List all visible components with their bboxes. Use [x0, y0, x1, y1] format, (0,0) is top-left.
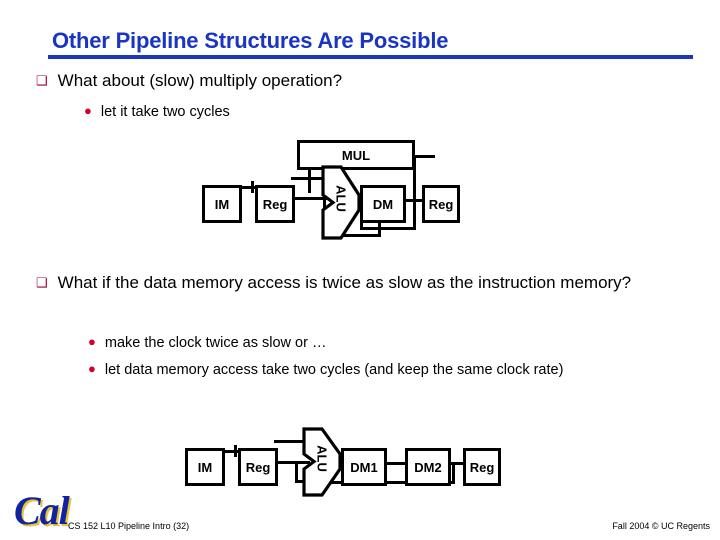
stage-label-alu: ALU	[314, 445, 330, 472]
bullet-item-multiply-question: ❑ What about (slow) multiply operation?	[36, 70, 636, 92]
bullet-text: make the clock twice as slow or …	[104, 335, 327, 351]
bullet-text: let it take two cycles	[100, 104, 230, 120]
stage-box-dm1: DM1	[341, 448, 387, 486]
wire-dm1-to-dm2	[385, 462, 407, 465]
footer-course-label: CS 152 L10 Pipeline Intro (32)	[68, 521, 190, 531]
bullet-text: What if the data memory access is twice …	[57, 273, 632, 292]
wire-alu-bypass-bottom	[335, 234, 381, 237]
square-bullet-icon: ❑	[36, 73, 48, 88]
stage-box-reg-2: Reg	[422, 185, 460, 223]
wire-im-to-reg	[223, 450, 241, 453]
bullet-item-two-cycles: ● let it take two cycles	[84, 103, 624, 122]
wire-reg-notch	[234, 445, 237, 457]
bullet-item-data-memory-question: ❑ What if the data memory access is twic…	[36, 272, 686, 294]
title-underline-rule	[48, 55, 693, 59]
wire-dm-bypass-run	[342, 481, 454, 484]
stage-shape-alu: ALU	[302, 427, 342, 497]
dot-bullet-icon: ●	[88, 334, 96, 349]
page-title: Other Pipeline Structures Are Possible	[52, 28, 449, 53]
stage-shape-alu: ALU	[321, 165, 361, 240]
stage-box-mul: MUL	[297, 140, 415, 170]
dot-bullet-icon: ●	[88, 361, 96, 376]
wire-reg-to-alu-top	[274, 440, 310, 443]
stage-box-dm: DM	[360, 185, 406, 223]
wire-reg-lower-drop	[295, 461, 298, 483]
stage-box-im: IM	[202, 185, 242, 223]
wire-im-to-reg	[240, 186, 258, 189]
bullet-item-two-cycle-memory: ● let data memory access take two cycles…	[88, 361, 668, 380]
wire-alu-bypass-bottom	[314, 481, 360, 484]
stage-box-reg-2: Reg	[463, 448, 501, 486]
wire-reg-to-alu-top	[291, 177, 333, 180]
stage-label-alu: ALU	[333, 185, 349, 212]
wire-dm-bypass-right	[413, 199, 416, 230]
square-bullet-icon: ❑	[36, 275, 48, 290]
dot-bullet-icon: ●	[84, 103, 92, 118]
bullet-text: let data memory access take two cycles (…	[104, 362, 564, 378]
wire-dm-to-reg	[403, 199, 435, 202]
pipeline-diagram-multiply: IM Reg MUL DM Reg ALU	[195, 135, 485, 245]
bullet-text: What about (slow) multiply operation?	[57, 71, 343, 90]
stage-box-reg-1: Reg	[255, 185, 295, 223]
wire-dm2-to-reg	[450, 462, 464, 465]
wire-dm-bypass-right	[452, 462, 455, 484]
stage-box-dm2: DM2	[405, 448, 451, 486]
wire-reg-to-alu-bottom	[291, 197, 333, 200]
wire-mul-out-vertical	[413, 155, 416, 202]
footer-copyright: Fall 2004 © UC Regents	[612, 521, 710, 531]
bullet-item-slow-clock: ● make the clock twice as slow or …	[88, 334, 648, 353]
cal-logo: Cal	[14, 488, 70, 533]
wire-dm-bypass-bottom	[360, 227, 415, 230]
stage-box-reg-1: Reg	[238, 448, 278, 486]
pipeline-diagram-two-cycle-memory: IM Reg DM1 DM2 Reg ALU	[178, 418, 508, 497]
wire-reg-to-alu-bottom	[274, 461, 310, 464]
stage-box-im: IM	[185, 448, 225, 486]
wire-reg-notch	[251, 181, 254, 193]
wire-mul-out-horizontal	[411, 155, 435, 158]
